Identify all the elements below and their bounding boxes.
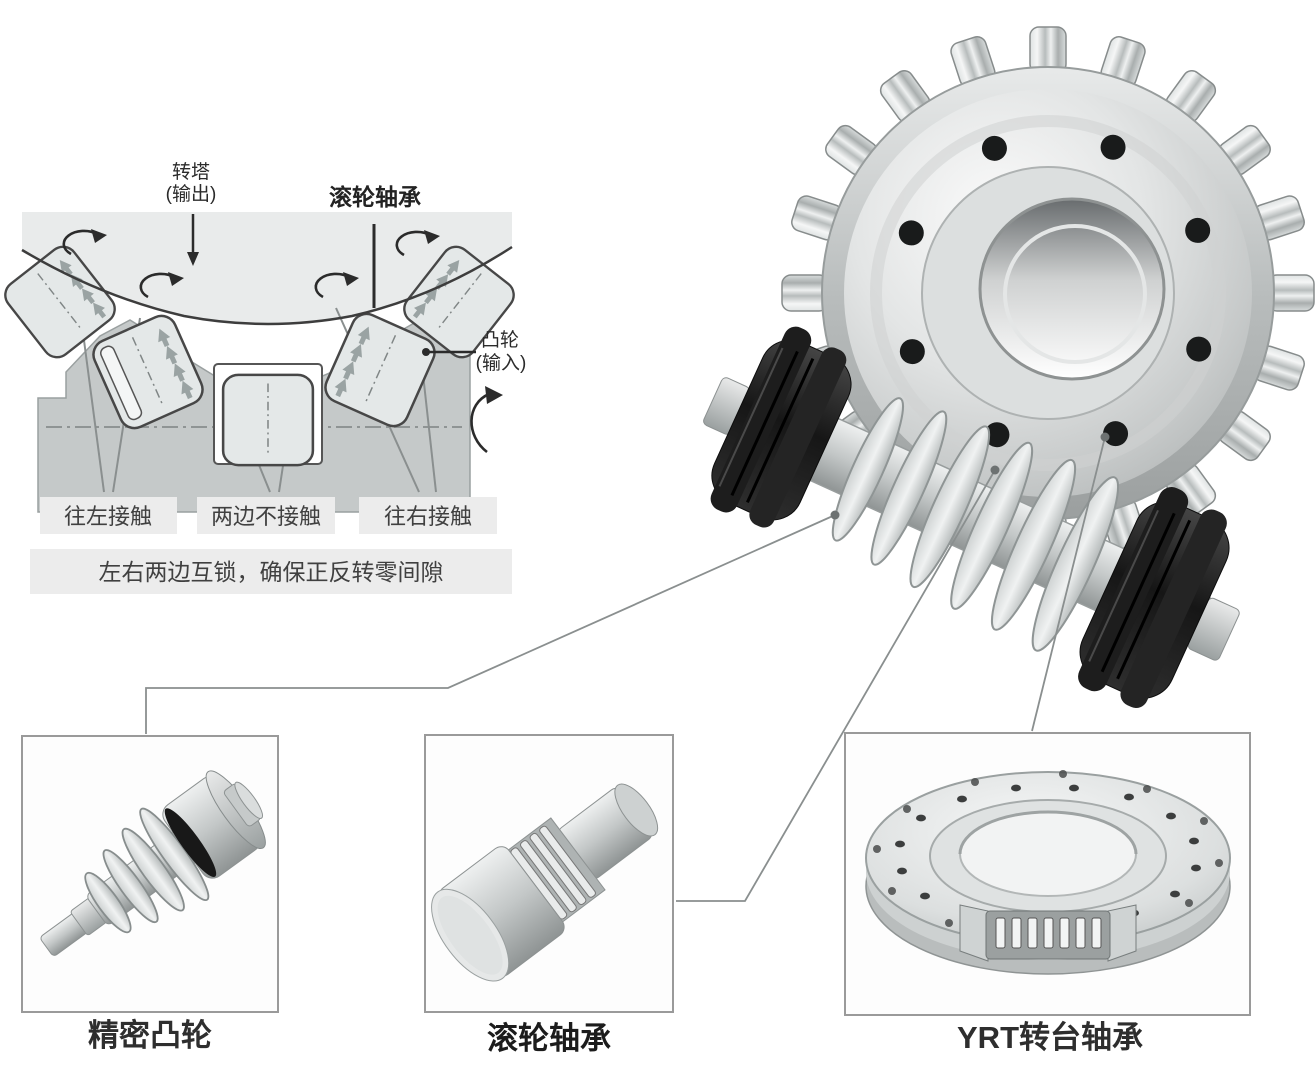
precision-cam-image bbox=[40, 770, 266, 956]
roller-gear-assembly-render bbox=[703, 26, 1315, 708]
yrt-bearing-image bbox=[865, 770, 1231, 975]
cam-sublabel: (输入) bbox=[476, 352, 527, 374]
part-box-roller-bearing: 滚轮轴承 bbox=[424, 734, 674, 1056]
cam-label: 凸轮 bbox=[481, 329, 519, 351]
caption-precision-cam: 精密凸轮 bbox=[88, 1018, 212, 1053]
contact-none-label: 两边不接触 bbox=[211, 504, 321, 529]
leader-dot bbox=[830, 510, 840, 520]
leader-line-precision-cam bbox=[145, 514, 836, 734]
face-groove bbox=[870, 115, 1226, 471]
cam-pointer-dot bbox=[422, 348, 430, 356]
yrt-roller-cage bbox=[959, 904, 1137, 962]
contact-right-label: 往右接触 bbox=[384, 504, 472, 529]
turret-sublabel: (输出) bbox=[166, 183, 217, 205]
down-arrow-icon bbox=[187, 252, 199, 266]
part-leader-lines bbox=[145, 436, 1106, 902]
caption-yrt-bearing: YRT转台轴承 bbox=[957, 1020, 1143, 1055]
contact-left-box bbox=[40, 497, 177, 534]
leader-dot bbox=[1100, 432, 1110, 442]
roller-bearing-image bbox=[431, 783, 659, 982]
contact-none-box bbox=[197, 497, 335, 534]
cam-indexer-schematic: 转塔 (输出) 滚轮轴承 凸轮 (输入) 往左接触 两边不接触 往右接触 左右两… bbox=[0, 161, 526, 594]
cam-rotation-arrowhead bbox=[485, 386, 503, 404]
coupling-left bbox=[710, 326, 852, 528]
interlock-note-box bbox=[30, 549, 512, 594]
leader-line-roller-bearing bbox=[676, 469, 996, 902]
contact-left-label: 往左接触 bbox=[64, 504, 152, 529]
turret-label: 转塔 bbox=[172, 161, 210, 183]
contact-slot bbox=[100, 345, 143, 421]
part-box-precision-cam: 精密凸轮 bbox=[21, 735, 279, 1053]
cam-rotation-arrow-icon bbox=[470, 392, 490, 454]
interlock-note-label: 左右两边互锁，确保正反转零间隙 bbox=[99, 559, 444, 585]
leader-dot bbox=[990, 465, 1000, 475]
leader-line-yrt-bearing bbox=[1031, 436, 1106, 732]
cam-ribs bbox=[831, 397, 1120, 652]
contact-right-box bbox=[359, 497, 497, 534]
part-box-yrt-bearing: YRT转台轴承 bbox=[844, 732, 1251, 1055]
schematic-roller-center bbox=[221, 373, 315, 467]
bore-highlight bbox=[1003, 224, 1147, 364]
cam-shaft-assembly bbox=[703, 326, 1240, 708]
caption-roller-bearing: 滚轮轴承 bbox=[487, 1021, 611, 1056]
coupling-right bbox=[1078, 487, 1230, 708]
turret-edge bbox=[21, 245, 513, 326]
schematic-roller-left bbox=[87, 309, 209, 435]
roller-bearing-label: 滚轮轴承 bbox=[329, 184, 421, 210]
